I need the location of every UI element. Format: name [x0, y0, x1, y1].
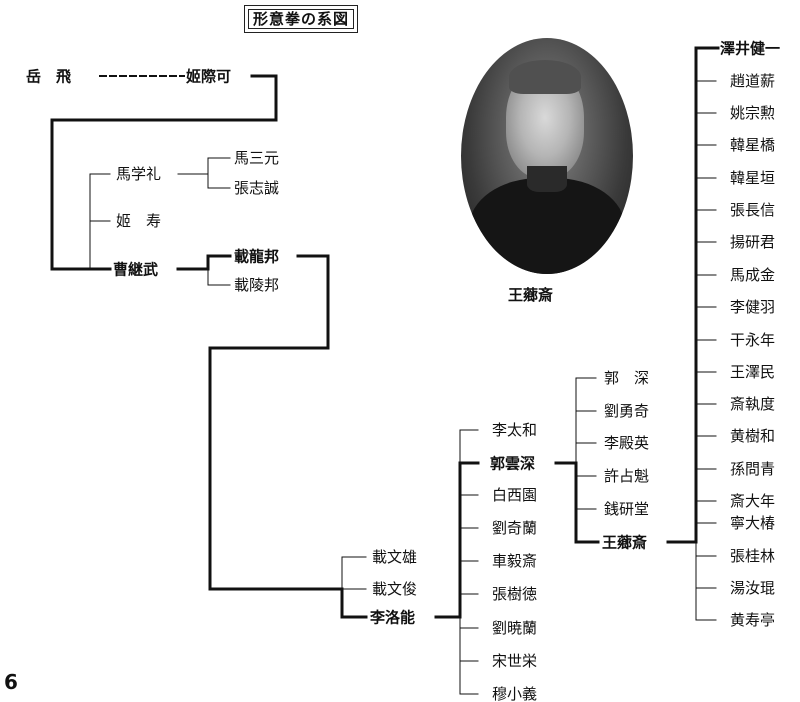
link-maxueli-children — [177, 157, 231, 175]
name-ningdachun: 寧大椿 — [730, 514, 775, 532]
name-caojiwu: 曹継武 — [113, 261, 158, 279]
name-guoyunshen: 郭雲深 — [490, 455, 535, 473]
name-yuefei: 岳 飛 — [26, 68, 71, 86]
name-huangshuhe: 黄樹和 — [730, 427, 775, 445]
name-daiwenjun: 載文俊 — [372, 580, 417, 598]
portrait-collar — [527, 166, 567, 192]
portrait-caption: 王薌斎 — [508, 286, 554, 304]
name-zhaidanian: 斎大年 — [730, 492, 775, 510]
link-jijike-caojiwu — [50, 74, 278, 271]
name-liuxiaolan: 劉暁蘭 — [492, 619, 537, 637]
name-baixiyuan: 白西園 — [492, 486, 537, 504]
name-liuqilan: 劉奇蘭 — [492, 519, 537, 537]
name-muxiaoyi: 穆小義 — [492, 685, 537, 702]
name-zhaodaoxin: 趙道薪 — [730, 72, 775, 90]
link-dailingbang — [207, 268, 231, 286]
name-tangruxian: 湯汝琨 — [730, 579, 775, 597]
name-cheyizhai: 車毅斎 — [492, 552, 537, 570]
name-qianyantang: 銭研堂 — [604, 500, 649, 518]
diagram-title: 形意拳の系図 — [248, 9, 354, 29]
link-zhangzhicheng — [207, 173, 231, 189]
name-lidianying: 李殿英 — [604, 434, 649, 452]
page-number: 6 — [4, 670, 18, 694]
name-liuyongqi: 劉勇奇 — [604, 402, 649, 420]
name-hanxingyuan: 韓星垣 — [730, 169, 775, 187]
name-guoshen: 郭 深 — [604, 369, 649, 387]
title-box: 形意拳の系図 — [244, 5, 358, 33]
name-lijianyu: 李健羽 — [730, 298, 775, 316]
name-litaihe: 李太和 — [492, 421, 537, 439]
link-daiwenxiong — [341, 556, 367, 590]
name-hanxingqiao: 韓星橋 — [730, 136, 775, 154]
name-dailongbang: 載龍邦 — [234, 248, 279, 266]
name-huangshouting: 黄寿亭 — [730, 611, 775, 629]
name-xuzhankui: 許占魁 — [604, 467, 649, 485]
portrait-body — [469, 178, 625, 274]
name-zhangzhicheng: 張志誠 — [234, 179, 279, 197]
name-zhangchangxin: 張長信 — [730, 201, 775, 219]
name-sunwenqing: 孫問青 — [730, 460, 775, 478]
name-liluoneng: 李洛能 — [369, 609, 415, 627]
name-ganyongnian: 干永年 — [730, 331, 775, 349]
name-dailingbang: 載陵邦 — [234, 276, 279, 294]
name-wangxiangzhai: 王薌斎 — [602, 534, 647, 552]
portrait-photo — [461, 38, 633, 274]
name-machengjin: 馬成金 — [730, 266, 775, 284]
name-masanyuan: 馬三元 — [234, 149, 279, 167]
name-jishou: 姬 寿 — [116, 212, 161, 230]
name-jijike: 姬際可 — [186, 68, 231, 86]
name-yaozongxun: 姚宗勲 — [730, 104, 775, 122]
name-zhangguilin: 張桂林 — [730, 547, 775, 565]
name-zhangshude: 張樹徳 — [492, 585, 537, 603]
name-maxueli: 馬学礼 — [116, 165, 161, 183]
name-yangyanjun: 揚研君 — [730, 233, 775, 251]
name-zhaizhidu: 斎執度 — [730, 395, 775, 413]
link-dailongbang-liluoneng — [208, 254, 368, 619]
name-wangzemin: 王澤民 — [730, 363, 775, 381]
portrait-hair — [509, 60, 581, 94]
name-sawaikenichi: 澤井健一 — [720, 40, 780, 58]
link-caojiwu-dailongbang — [176, 254, 232, 271]
name-songshirong: 宋世栄 — [492, 652, 537, 670]
name-daiwenxiong: 載文雄 — [372, 548, 417, 566]
